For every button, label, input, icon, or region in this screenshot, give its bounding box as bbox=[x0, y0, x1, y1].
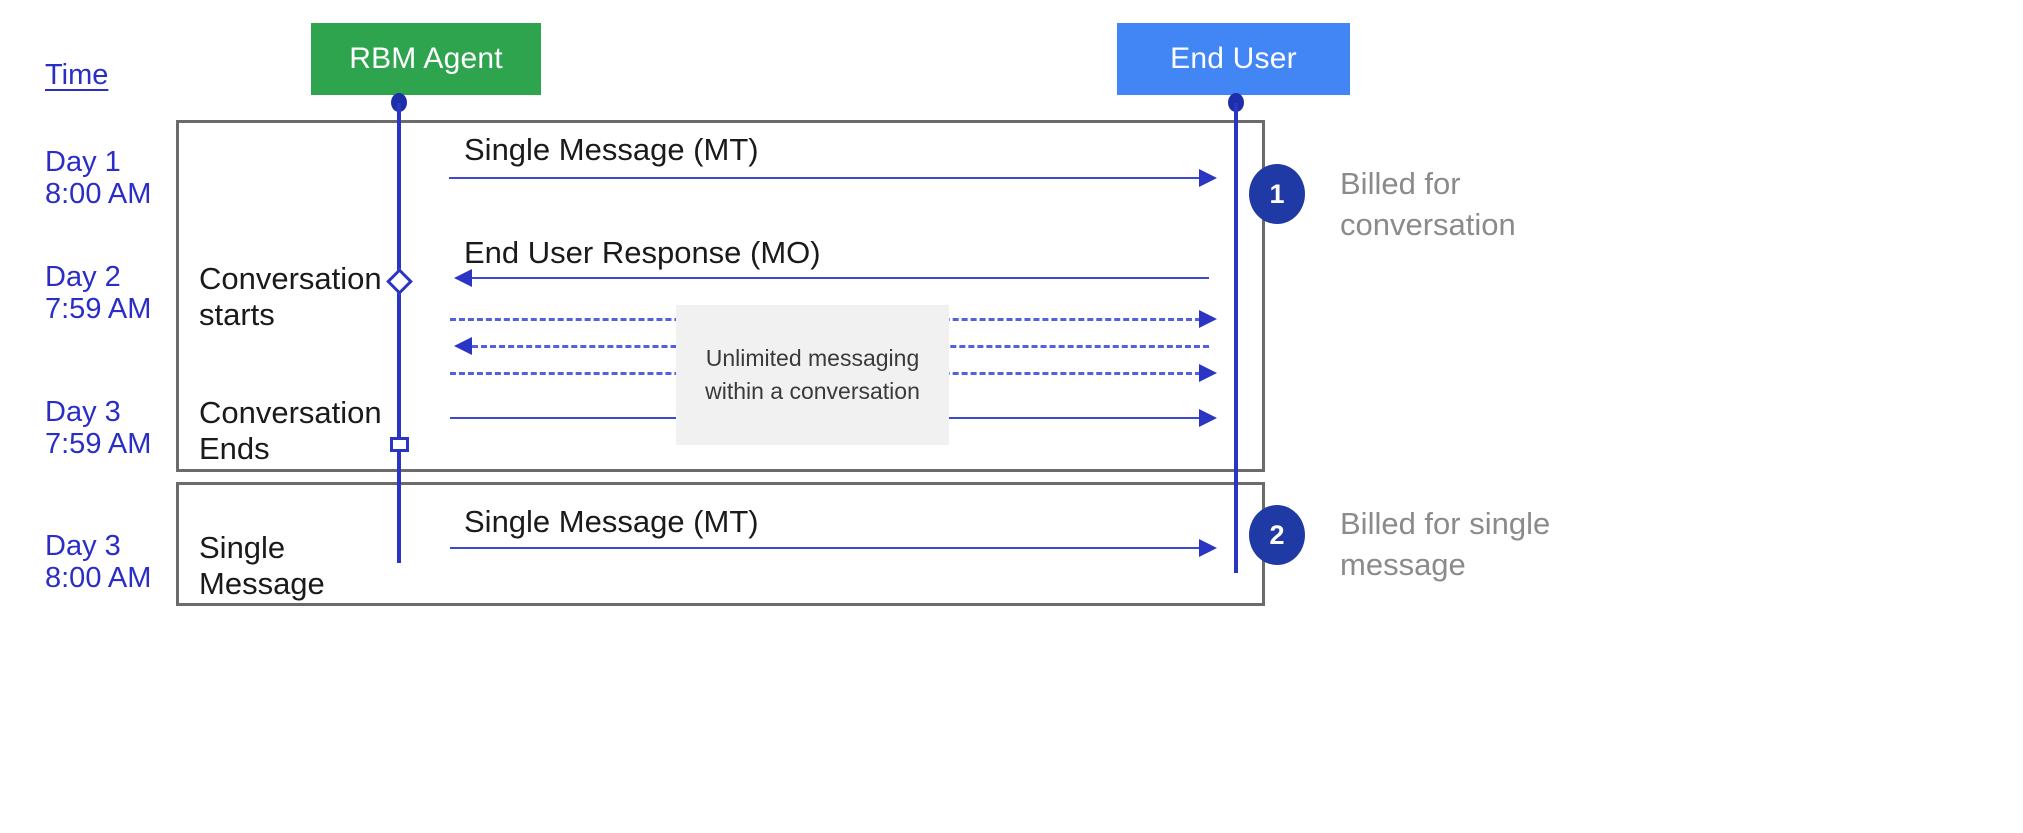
note-unlimited-messaging: Unlimited messaging within a conversatio… bbox=[676, 305, 949, 445]
stage-label-conversation-starts: Conversation starts bbox=[199, 261, 382, 332]
message-arrow-single-message-mt-top bbox=[449, 177, 1201, 179]
arrow-head-left-icon bbox=[454, 337, 472, 355]
step-badge-2[interactable]: 2 bbox=[1249, 505, 1305, 565]
message-arrow-end-user-response-mo bbox=[472, 277, 1209, 279]
step-badge-1[interactable]: 1 bbox=[1249, 164, 1305, 224]
message-arrow-single-message-mt-bottom bbox=[450, 547, 1201, 549]
arrow-head-right-icon bbox=[1199, 539, 1217, 557]
message-label-single-message-mt-bottom: Single Message (MT) bbox=[464, 504, 759, 539]
user-lifeline-head-icon bbox=[1228, 93, 1244, 112]
stage-label-conversation-ends: Conversation Ends bbox=[199, 395, 382, 466]
time-label-day3-single: Day 3 8:00 AM bbox=[45, 530, 152, 595]
message-label-single-message-mt-top: Single Message (MT) bbox=[464, 132, 759, 167]
stage-label-single-message: Single Message bbox=[199, 530, 325, 601]
conversation-frame bbox=[176, 120, 1265, 472]
actor-label-end-user: End User bbox=[1170, 42, 1297, 75]
conversation-end-marker-icon bbox=[390, 437, 409, 452]
arrow-head-left-icon bbox=[454, 269, 472, 287]
actor-box-rbm-agent[interactable]: RBM Agent bbox=[311, 23, 541, 95]
agent-lifeline-head-icon bbox=[391, 93, 407, 112]
step-badge-1-label: 1 bbox=[1269, 178, 1285, 209]
arrow-head-right-icon bbox=[1199, 409, 1217, 427]
actor-box-end-user[interactable]: End User bbox=[1117, 23, 1350, 95]
time-label-day2: Day 2 7:59 AM bbox=[45, 261, 152, 326]
user-lifeline bbox=[1234, 103, 1238, 573]
billed-note-conversation: Billed for conversation bbox=[1340, 166, 1516, 243]
billed-note-single-message: Billed for single message bbox=[1340, 506, 1551, 583]
time-label-day1: Day 1 8:00 AM bbox=[45, 146, 152, 211]
message-label-end-user-response-mo: End User Response (MO) bbox=[464, 235, 821, 270]
time-label-day3-end: Day 3 7:59 AM bbox=[45, 396, 152, 461]
time-column-header: Time bbox=[45, 59, 109, 91]
step-badge-2-label: 2 bbox=[1269, 519, 1285, 550]
single-message-frame bbox=[176, 482, 1265, 606]
arrow-head-right-icon bbox=[1199, 364, 1217, 382]
agent-lifeline bbox=[397, 103, 401, 563]
note-text: Unlimited messaging within a conversatio… bbox=[705, 344, 920, 404]
actor-label-rbm-agent: RBM Agent bbox=[349, 42, 503, 75]
arrow-head-right-icon bbox=[1199, 169, 1217, 187]
arrow-head-right-icon bbox=[1199, 310, 1217, 328]
